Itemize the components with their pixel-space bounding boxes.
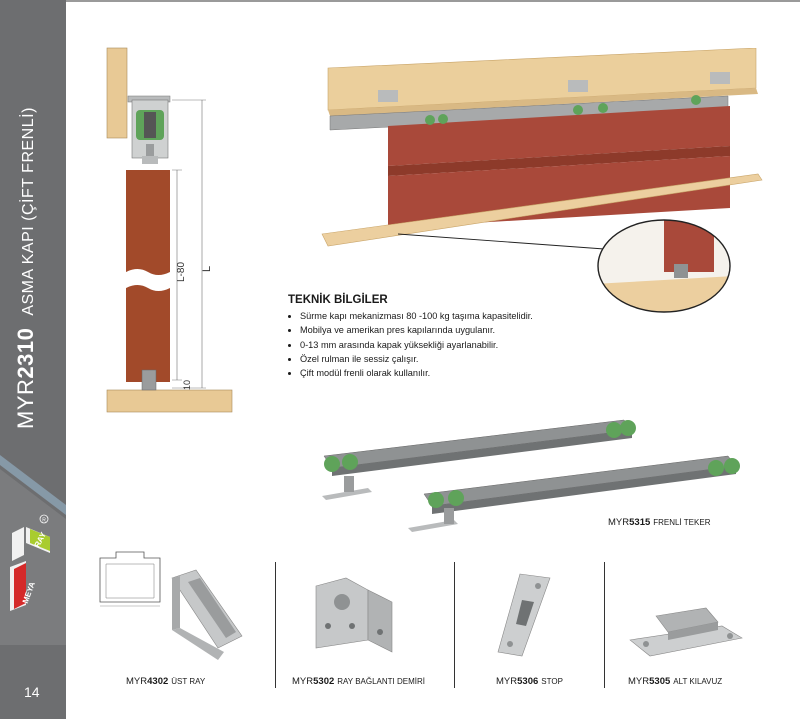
stop-illustration (497, 573, 551, 657)
divider (454, 562, 455, 688)
dimension-10: 10 (182, 380, 192, 390)
model-number: 2310 (13, 327, 38, 379)
list-item: Mobilya ve amerikan pres kapılarında uyg… (300, 323, 533, 337)
rail-illustration (171, 569, 243, 660)
product-subtitle: ASMA KAPI (ÇİFT FRENLİ) (20, 107, 37, 316)
rail-profile-drawing (99, 551, 161, 607)
guide-detail-magnifier (597, 219, 731, 313)
trolley-illustration (322, 419, 740, 532)
divider (275, 562, 276, 688)
dimension-l80: L-80 (176, 262, 187, 282)
meya-ray-logo: RAY MEYA R (0, 455, 66, 645)
list-item: Çift modül frenli olarak kullanılır. (300, 366, 533, 380)
sidebar: MYR2310 ASMA KAPI (ÇİFT FRENLİ) RAY MEYA … (0, 0, 66, 719)
model-prefix: MYR (13, 378, 38, 429)
list-item: 0-13 mm arasında kapak yüksekliği ayarla… (300, 338, 533, 352)
svg-text:R: R (42, 517, 46, 523)
bracket-illustration (315, 577, 393, 653)
list-item: Özel rulman ile sessiz çalışır. (300, 352, 533, 366)
technical-info-list: Sürme kapı mekanizması 80 -100 kg taşıma… (288, 309, 533, 380)
top-rule (66, 0, 800, 2)
page-number: 14 (24, 684, 40, 700)
list-item: Sürme kapı mekanizması 80 -100 kg taşıma… (300, 309, 533, 323)
guide-illustration (629, 607, 743, 657)
divider (604, 562, 605, 688)
product-title: MYR2310 ASMA KAPI (ÇİFT FRENLİ) (13, 19, 39, 429)
door-assembly-illustration (321, 48, 763, 251)
technical-info-title: TEKNİK BİLGİLER (288, 294, 388, 306)
door-section-drawing: L-80 L 10 (106, 47, 233, 413)
technical-info: TEKNİK BİLGİLER Sürme kapı mekanizması 8… (288, 294, 533, 380)
dimension-l: L (201, 266, 213, 272)
